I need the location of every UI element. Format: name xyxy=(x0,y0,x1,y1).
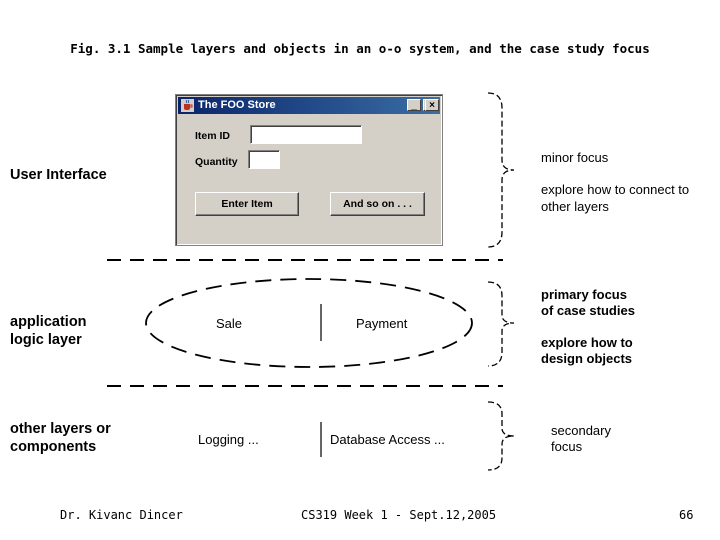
footer-page-number: 66 xyxy=(679,508,694,522)
note-other-2: focus xyxy=(551,439,583,454)
figure-title: Fig. 3.1 Sample layers and objects in an… xyxy=(70,41,650,56)
note-app-1: primary focus xyxy=(541,287,627,302)
note-other-1: secondary xyxy=(551,423,611,438)
brace-ui xyxy=(487,92,515,248)
note-app-3: explore how to xyxy=(541,335,633,350)
enter-item-button[interactable]: Enter Item xyxy=(195,192,299,216)
minimize-button[interactable]: _ xyxy=(407,99,421,111)
layer-label-app-2: logic layer xyxy=(10,332,82,348)
note-ui-1: minor focus xyxy=(541,150,609,165)
note-ui-2: explore how to connect to xyxy=(541,182,690,197)
application-focus-ellipse xyxy=(145,278,473,368)
layer-label-ui: User Interface xyxy=(10,167,107,183)
footer-author: Dr. Kivanc Dincer xyxy=(60,508,183,522)
note-ui-3: other layers xyxy=(541,199,609,214)
foo-store-window: The FOO Store _ □ × Item ID Quantity Ent… xyxy=(175,94,443,246)
object-logging: Logging ... xyxy=(198,432,259,447)
object-sale: Sale xyxy=(216,316,243,331)
footer-course: CS319 Week 1 - Sept.12,2005 xyxy=(301,508,497,522)
quantity-label: Quantity xyxy=(195,156,238,168)
window-title: The FOO Store xyxy=(198,99,276,111)
note-app-2: of case studies xyxy=(541,303,635,318)
layer-label-other-2: components xyxy=(10,439,97,455)
java-cup-icon xyxy=(181,99,194,112)
note-app-4: design objects xyxy=(541,351,633,366)
brace-app xyxy=(487,281,515,367)
layer-label-app-1: application xyxy=(10,314,87,330)
close-button[interactable]: × xyxy=(425,99,439,111)
item-id-input[interactable] xyxy=(250,125,362,144)
and-so-on-button[interactable]: And so on . . . xyxy=(330,192,425,216)
brace-other xyxy=(487,401,515,471)
object-payment: Payment xyxy=(356,316,408,331)
quantity-input[interactable] xyxy=(248,150,280,169)
window-titlebar[interactable]: The FOO Store _ □ xyxy=(178,97,440,114)
layer-label-other-1: other layers or xyxy=(10,421,111,437)
object-database-access: Database Access ... xyxy=(330,432,445,447)
item-id-label: Item ID xyxy=(195,130,231,142)
